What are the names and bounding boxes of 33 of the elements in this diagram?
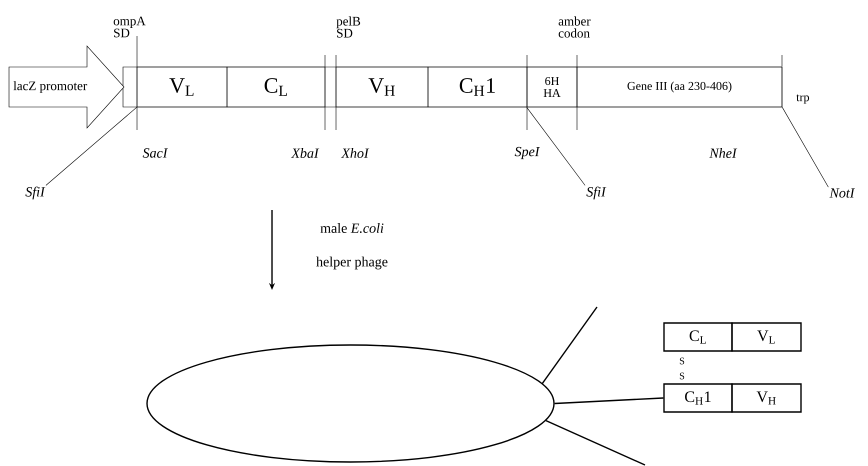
domain-box: V$_{H}$ bbox=[731, 383, 802, 413]
gene-segment: C$_{H}$1 bbox=[428, 66, 528, 108]
gene-segment: V$_{L}$ bbox=[136, 66, 228, 108]
site-label: XhoI bbox=[340, 148, 370, 158]
domain-box: V$_{L}$ bbox=[731, 322, 802, 352]
site-label: NotI bbox=[829, 188, 855, 198]
phage-particle bbox=[146, 344, 555, 463]
gene-segment: C$_{L}$ bbox=[226, 66, 326, 108]
site-label: XbaI bbox=[290, 148, 320, 158]
domain-box: C$_{L}$ bbox=[663, 322, 733, 352]
annotation: ompA SD bbox=[114, 16, 146, 38]
connector-line bbox=[546, 420, 646, 466]
domain-box: C$_{H}$1 bbox=[663, 383, 733, 413]
annotation: helper phage bbox=[316, 256, 388, 270]
site-label: SfiI bbox=[25, 186, 46, 200]
site-label: SacI bbox=[142, 148, 168, 158]
annotation: trp bbox=[796, 94, 810, 104]
site-label: SpeI bbox=[514, 146, 540, 160]
annotation: S bbox=[680, 372, 684, 380]
annotation: male E.coli bbox=[320, 223, 384, 233]
site-label: NheI bbox=[709, 148, 738, 158]
leader-line bbox=[782, 107, 829, 188]
gene-segment: Gene III (aa 230-406) bbox=[576, 66, 782, 108]
site-label: SfiI bbox=[586, 186, 606, 200]
gene-segment: V$_{H}$ bbox=[336, 66, 428, 108]
leader-line bbox=[46, 107, 138, 186]
gene-segment: 6H HA bbox=[526, 66, 578, 108]
annotation: pelB SD bbox=[336, 16, 360, 38]
leader-line bbox=[526, 107, 586, 186]
connector-line bbox=[542, 306, 598, 384]
annotation: S bbox=[680, 358, 684, 364]
annotation: amber codon bbox=[558, 16, 591, 38]
connector-line bbox=[554, 397, 664, 404]
